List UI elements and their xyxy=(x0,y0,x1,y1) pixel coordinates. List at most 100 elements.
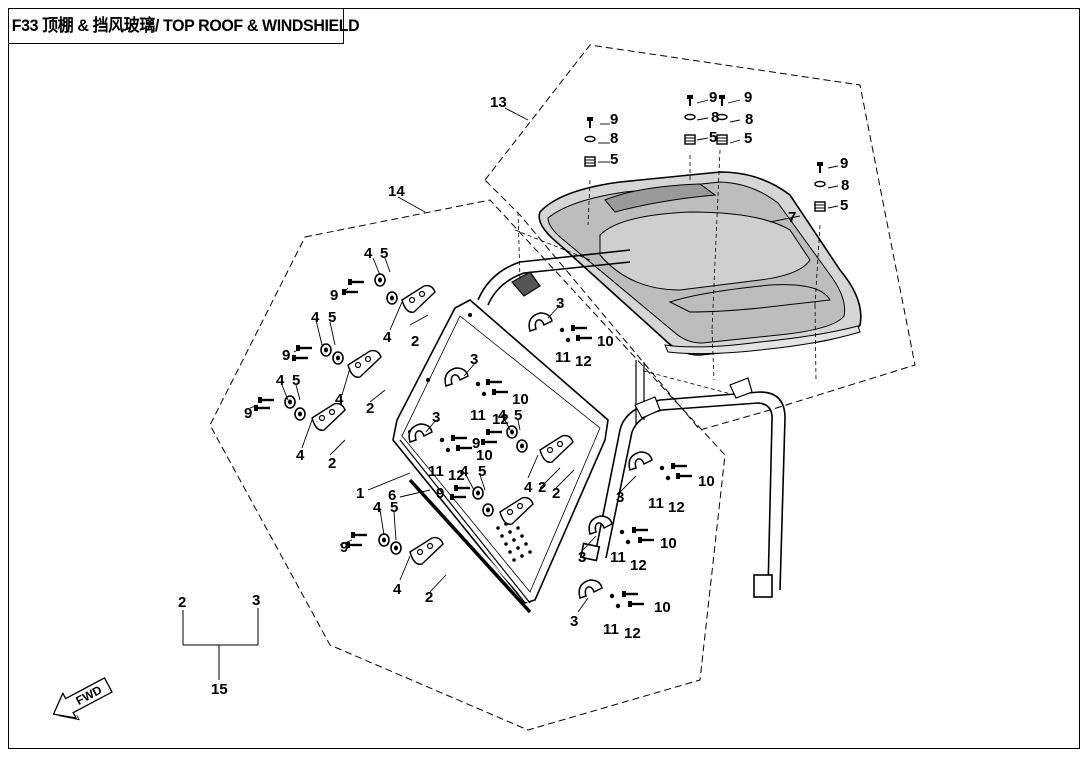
callout-9: 9 xyxy=(436,485,444,502)
callout-2: 2 xyxy=(538,479,546,496)
callout-2: 2 xyxy=(411,333,419,350)
callout-9: 9 xyxy=(282,347,290,364)
drawing-frame xyxy=(8,8,1080,749)
page-title: F33 顶棚 & 挡风玻璃/ TOP ROOF & WINDSHIELD xyxy=(8,8,360,44)
callout-2: 2 xyxy=(425,589,433,606)
callout-3: 3 xyxy=(570,613,578,630)
region-14-outline xyxy=(209,199,726,731)
callout-11: 11 xyxy=(555,349,571,366)
callout-1: 1 xyxy=(356,485,364,502)
windshield-seal xyxy=(408,478,532,614)
callout-12: 12 xyxy=(624,625,641,642)
clip-group xyxy=(408,423,474,453)
callout-4: 4 xyxy=(393,581,402,598)
callout-4: 4 xyxy=(383,329,392,346)
callout-12: 12 xyxy=(668,499,685,516)
callout-3: 3 xyxy=(556,295,564,312)
callout-9: 9 xyxy=(840,155,848,172)
callout-9: 9 xyxy=(709,89,717,106)
assembly-lines xyxy=(514,149,821,396)
clip-group xyxy=(444,367,510,397)
callout-12: 12 xyxy=(448,467,465,484)
callout-5: 5 xyxy=(744,130,752,147)
callout-4: 4 xyxy=(335,391,344,408)
callout-8: 8 xyxy=(745,111,753,128)
callout-4: 4 xyxy=(524,479,533,496)
clip-group xyxy=(578,579,646,609)
callout-9: 9 xyxy=(744,89,752,106)
callout-10: 10 xyxy=(660,535,677,552)
callout-10: 10 xyxy=(698,473,715,490)
kit-label-3: 3 xyxy=(252,592,260,609)
bracket-group xyxy=(252,395,346,431)
roof-fastener-stack xyxy=(584,116,596,167)
callout-4: 4 xyxy=(311,309,320,326)
roof-fastener-stack xyxy=(684,94,696,145)
bracket-group xyxy=(344,530,444,565)
callout-4: 4 xyxy=(296,447,305,464)
callout-3: 3 xyxy=(616,489,624,506)
callout-3: 3 xyxy=(470,351,478,368)
kit-label-15: 15 xyxy=(211,681,228,698)
callout-11: 11 xyxy=(428,463,444,480)
callout-12: 12 xyxy=(575,353,592,370)
callout-2: 2 xyxy=(366,400,374,417)
bracket-group xyxy=(290,343,382,378)
callout-3: 3 xyxy=(578,549,586,566)
callout-12: 12 xyxy=(492,411,509,428)
callout-5: 5 xyxy=(478,463,486,480)
callout-5: 5 xyxy=(390,499,398,516)
callout-4: 4 xyxy=(498,407,507,424)
callout-4: 4 xyxy=(276,372,285,389)
clip-group xyxy=(528,312,594,343)
callout-5: 5 xyxy=(292,372,300,389)
callout-9: 9 xyxy=(472,435,480,452)
callout-11: 11 xyxy=(648,495,664,512)
callout-13: 13 xyxy=(490,94,507,111)
callout-10: 10 xyxy=(654,599,671,616)
leader-lines xyxy=(249,99,839,613)
callout-10: 10 xyxy=(512,391,529,408)
callout-5: 5 xyxy=(514,407,522,424)
callout-11: 11 xyxy=(610,549,626,566)
callout-9: 9 xyxy=(610,111,618,128)
callout-8: 8 xyxy=(711,109,719,126)
callout-10: 10 xyxy=(476,447,493,464)
roll-frame xyxy=(477,249,786,598)
vent-grid xyxy=(496,518,532,562)
callout-5: 5 xyxy=(840,197,848,214)
kit-label-2: 2 xyxy=(178,594,186,611)
kit-bracket xyxy=(182,608,259,680)
roof-fastener-stack xyxy=(814,161,826,212)
callout-10: 10 xyxy=(597,333,614,350)
callout-8: 8 xyxy=(841,177,849,194)
forward-arrow-icon: FWD xyxy=(52,677,113,721)
callout-7: 7 xyxy=(788,209,796,226)
callout-11: 11 xyxy=(470,407,486,424)
callout-5: 5 xyxy=(380,245,388,262)
clip-group xyxy=(628,451,694,481)
roof-mount-block xyxy=(511,271,753,419)
callout-3: 3 xyxy=(432,409,440,426)
callout-11: 11 xyxy=(603,621,619,638)
callout-4: 4 xyxy=(373,499,382,516)
callout-4: 4 xyxy=(364,245,373,262)
callout-9: 9 xyxy=(330,287,338,304)
callout-4: 4 xyxy=(460,463,469,480)
callout-6: 6 xyxy=(388,487,396,504)
callout-9: 9 xyxy=(244,405,252,422)
callout-numbers: 13 14 9 8 5 9 9 8 8 5 5 9 8 5 7 4 5 9 4 … xyxy=(178,89,849,698)
callout-14: 14 xyxy=(388,183,405,200)
clip-group xyxy=(588,515,656,545)
callout-2: 2 xyxy=(328,455,336,472)
callout-12: 12 xyxy=(630,557,647,574)
region-13-outline xyxy=(484,44,916,431)
callout-2: 2 xyxy=(552,485,560,502)
callout-5: 5 xyxy=(328,309,336,326)
bracket-group xyxy=(340,273,436,313)
callout-5: 5 xyxy=(610,151,618,168)
callout-9: 9 xyxy=(340,539,348,556)
callout-8: 8 xyxy=(610,130,618,147)
callout-5: 5 xyxy=(709,129,717,146)
